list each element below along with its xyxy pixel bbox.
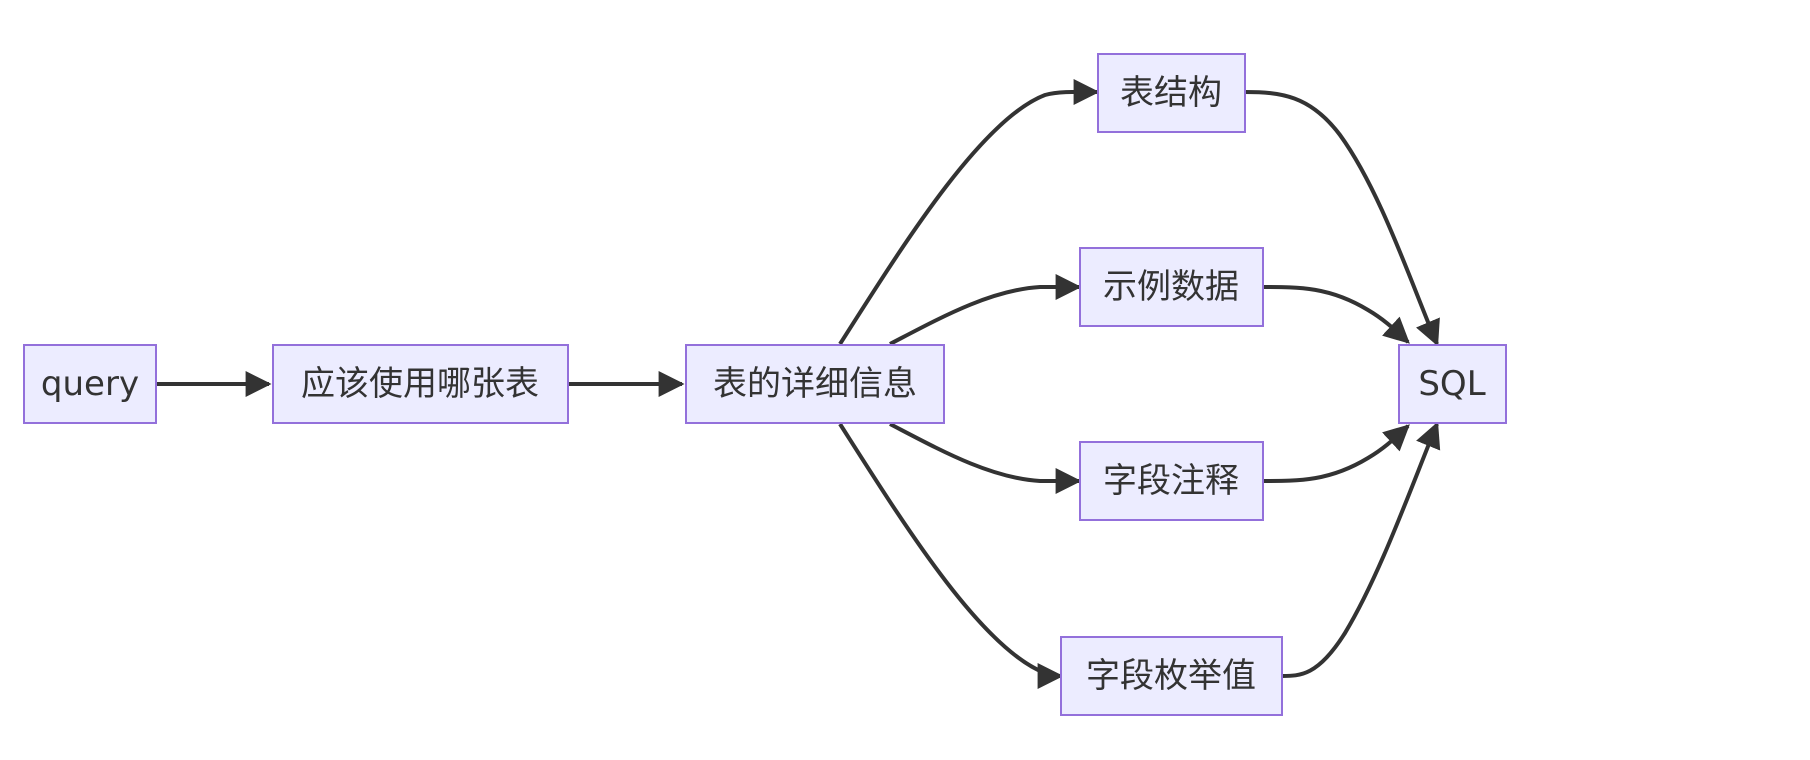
node-box <box>685 344 945 424</box>
node-label: 字段注释 <box>1103 461 1239 501</box>
node-label: 应该使用哪张表 <box>301 364 539 404</box>
edge-field-comments-to-sql <box>1262 424 1410 483</box>
node-label: SQL <box>1418 364 1485 404</box>
node-box <box>1079 247 1264 327</box>
edge-table-details-to-field-comments <box>889 422 1082 494</box>
node-which-table: 应该使用哪张表 <box>272 344 569 424</box>
node-label: 示例数据 <box>1103 267 1239 307</box>
edge-table-details-to-table-schema <box>838 78 1100 346</box>
node-box <box>1398 344 1507 424</box>
node-table-schema: 表结构 <box>1097 53 1246 133</box>
edge-table-schema-to-sql <box>1244 90 1440 347</box>
edge-table-details-to-field-enums <box>838 422 1064 689</box>
node-box <box>1079 441 1264 521</box>
node-table-details: 表的详细信息 <box>685 344 945 424</box>
node-label: 表的详细信息 <box>713 364 917 404</box>
node-box <box>1097 53 1246 133</box>
node-sql: SQL <box>1398 344 1507 424</box>
node-box <box>1060 636 1283 716</box>
node-field-enums: 字段枚举值 <box>1060 636 1283 716</box>
node-box <box>23 344 157 424</box>
node-label: 表结构 <box>1120 73 1222 113</box>
edge-field-enums-to-sql <box>1281 421 1441 678</box>
node-query: query <box>23 344 157 424</box>
edges <box>156 78 1441 689</box>
node-box <box>272 344 569 424</box>
node-label: query <box>41 364 139 404</box>
node-label: 字段枚举值 <box>1086 656 1256 696</box>
node-sample-data: 示例数据 <box>1079 247 1264 327</box>
edge-table-details-to-sample-data <box>889 274 1082 346</box>
edge-sample-data-to-sql <box>1262 285 1410 344</box>
node-field-comments: 字段注释 <box>1079 441 1264 521</box>
